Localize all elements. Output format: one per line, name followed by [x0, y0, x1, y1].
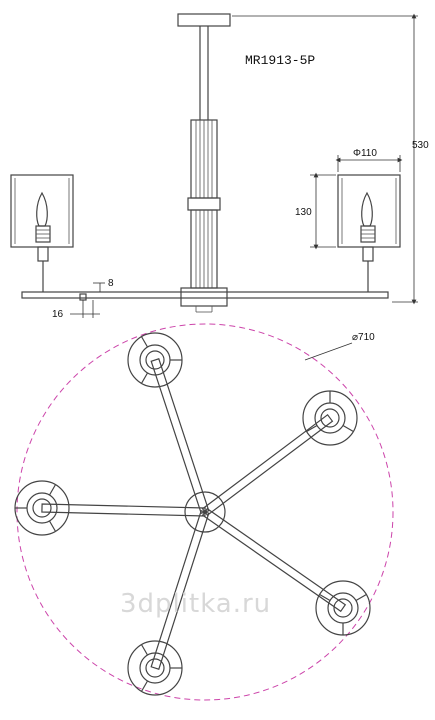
plan-arms	[14, 332, 371, 696]
left-lamp	[10, 174, 74, 292]
plan-view: ⌀710	[14, 323, 394, 701]
overall-diameter-circle	[16, 323, 394, 701]
plan-lamp-4	[315, 580, 371, 636]
dim-total-height: 530	[232, 13, 429, 305]
dim-overall-diameter-leader	[304, 342, 353, 361]
left-shade	[10, 174, 74, 248]
dim-small: 8 16	[52, 278, 114, 320]
watermark: 3dplitka.ru	[120, 589, 271, 619]
plan-arm-4	[201, 507, 347, 613]
dim-shade-diameter-label: Φ110	[353, 148, 377, 159]
plan-lamp-1	[127, 332, 183, 388]
dim-small-b-label: 16	[52, 309, 64, 320]
upper-column	[190, 119, 218, 199]
center-hub	[180, 287, 228, 307]
plan-arm-1	[150, 357, 210, 515]
dim-shade-height-label: 130	[295, 207, 312, 218]
plan-arm-3	[41, 503, 206, 517]
side-elevation	[10, 13, 401, 313]
right-shade	[337, 174, 401, 248]
arm-detail	[79, 293, 87, 301]
right-bulb	[361, 191, 373, 227]
lower-column	[190, 209, 218, 289]
dim-shade-height: 130	[295, 172, 336, 250]
dim-total-height-label: 530	[412, 140, 429, 151]
plan-lamp-5	[127, 640, 183, 696]
ceiling-canopy	[177, 13, 231, 27]
dim-small-a-label: 8	[108, 278, 114, 289]
plan-lamp-3	[14, 480, 70, 536]
right-lamp	[337, 174, 401, 292]
dim-shade-diameter: Φ110	[335, 148, 403, 172]
plan-center-hub	[184, 491, 226, 533]
model-number: MR1913-5P	[245, 53, 315, 68]
plan-lamp-2	[302, 390, 358, 446]
left-bulb	[36, 191, 48, 227]
horizontal-arm	[21, 291, 389, 299]
plan-arm-5	[150, 510, 210, 670]
column-collar	[187, 197, 221, 211]
plan-arm-2	[201, 413, 334, 517]
dim-overall-diameter-label: ⌀710	[352, 332, 375, 343]
